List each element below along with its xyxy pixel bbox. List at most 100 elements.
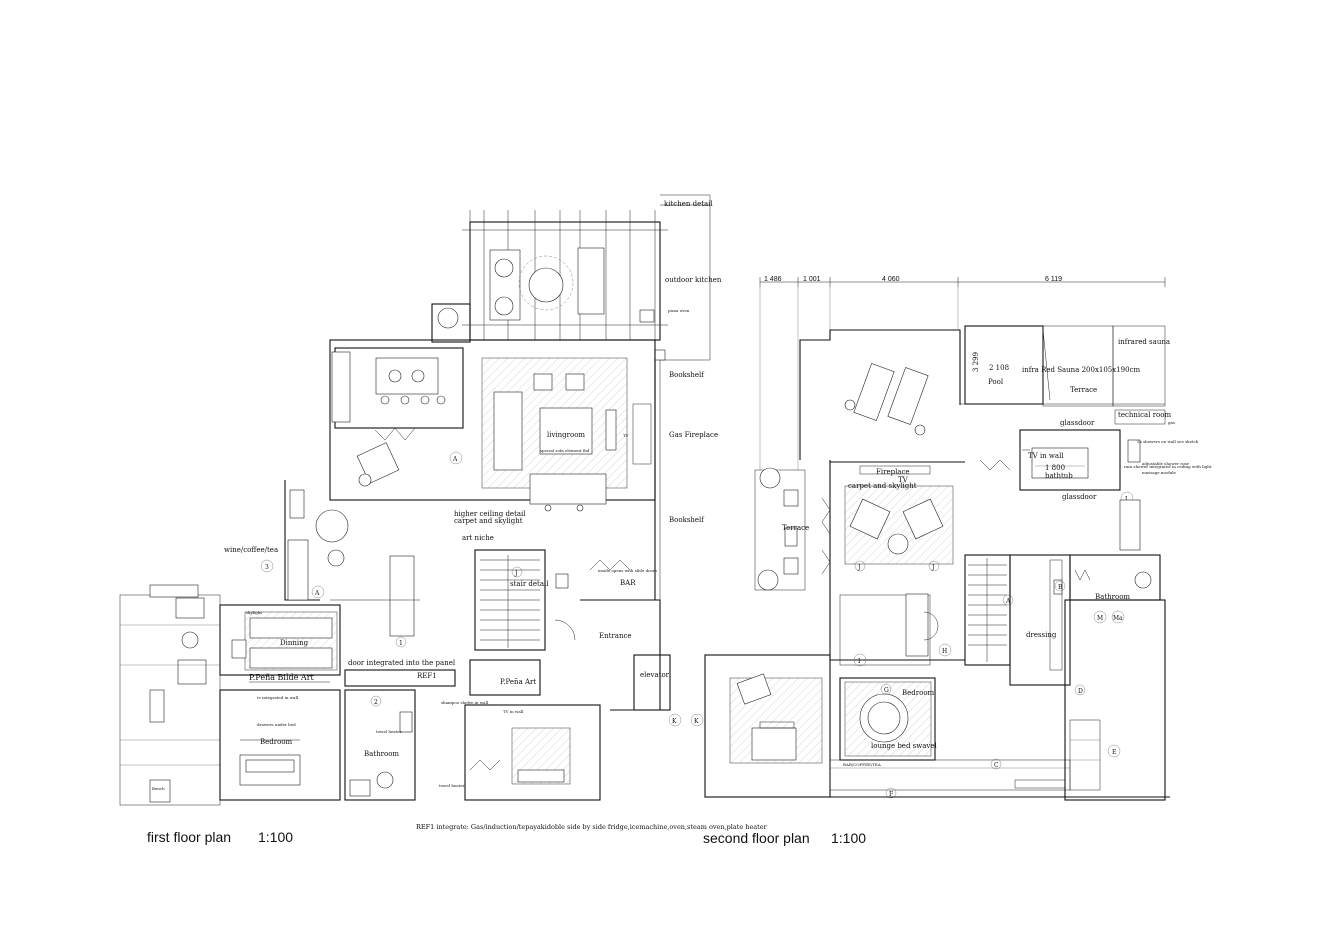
livingroom-note: special sofa element tbd — [540, 448, 590, 453]
wine-lounge-area — [284, 480, 420, 637]
marker-k1: K — [672, 718, 677, 725]
second-floor-scale: 1:100 — [831, 830, 866, 846]
sauna-label: infra Red Sauna 200x105x190cm — [1022, 366, 1140, 374]
marker-j1: J — [857, 564, 861, 571]
marker-f-circle — [885, 787, 897, 799]
top-dining-area — [331, 347, 464, 487]
ref1-footnote: REF1 integrate: Gas/induction/tepayakido… — [416, 823, 768, 831]
storage-column — [1064, 599, 1166, 801]
tv-in-wall-label: TV in wall — [503, 709, 524, 714]
master-bedroom-area — [839, 677, 936, 761]
carpet-skylight-2-label: carpet and skylight — [848, 482, 917, 490]
marker-k1-circle — [668, 713, 682, 727]
pena-art-niche — [469, 659, 541, 696]
corridor-area — [839, 593, 939, 666]
marker-2-circle — [370, 695, 382, 707]
second-floor-bathroom — [1069, 499, 1161, 601]
dim-4: 6 119 — [1045, 276, 1062, 283]
second-floor-plan: 1 486 1 001 4 060 6 119 Pool 2 108 3 299… — [690, 276, 1212, 846]
pool-terrace-area — [799, 325, 1166, 460]
marker-m-circle — [1093, 610, 1107, 624]
terrace-top-label: Terrace — [1070, 386, 1097, 394]
first-floor-bedroom-2 — [464, 704, 601, 801]
marker-e: E — [1112, 749, 1116, 756]
bookshelf-top-label: Bookshelf — [669, 371, 705, 379]
bathtub-dim-label: 1 800 — [1045, 464, 1065, 472]
marker-g-circle — [880, 683, 892, 695]
dim-2: 1 001 — [803, 276, 821, 283]
higher-ceiling-label: higher ceiling detail — [454, 510, 526, 518]
technical-room-box — [1114, 409, 1166, 425]
rain-shower-label: rain shower integrated in ceiling with l… — [1124, 464, 1212, 469]
marker-1-circle — [395, 636, 407, 648]
marker-g: G — [884, 687, 889, 694]
glassdoor-2-label: glassdoor — [1062, 493, 1097, 501]
dim-3: 4 060 — [882, 276, 900, 283]
marker-m: M — [1097, 615, 1103, 622]
ref1-label: REF1 — [417, 672, 437, 680]
first-floor-plan: kitchen detail outdoor kitchen pizza ove… — [119, 194, 722, 845]
bathtub-area — [979, 429, 1141, 491]
marker-a2: A — [314, 590, 320, 597]
shower-rose-label: adjustable shower rose — [1142, 461, 1190, 466]
marker-j-circle — [511, 566, 523, 578]
livingroom-area — [329, 339, 656, 512]
glassdoor-1-label: glassdoor — [1060, 419, 1095, 427]
marker-b: B — [1058, 584, 1063, 591]
outdoor-kitchen-label: outdoor kitchen — [665, 276, 722, 284]
elevator-label: elevator — [640, 671, 670, 679]
marker-k2-circle — [690, 713, 704, 727]
marker-k2: K — [694, 718, 699, 725]
marker-a1-circle — [449, 451, 463, 465]
second-floor-stair — [964, 554, 1011, 666]
door-panel-label: door integrated into the panel — [348, 659, 456, 667]
pool-label: Pool — [988, 378, 1004, 386]
marker-j: J — [514, 570, 518, 577]
entrance-area — [554, 599, 671, 711]
first-floor-stair — [474, 549, 546, 651]
first-floor-scale: 1:100 — [258, 829, 293, 845]
pool-dim-label: 2 108 — [989, 364, 1009, 372]
entrance-label: Entrance — [599, 632, 632, 640]
towel-heater-label: towel heater — [376, 729, 402, 734]
technical-room-label: technical room — [1118, 411, 1171, 419]
marker-j1-circle — [854, 560, 866, 572]
marker-1: 1 — [399, 640, 403, 647]
fireplace-tv-label: TV — [898, 476, 909, 484]
art-niche-label: art niche — [462, 534, 494, 542]
bathtub-label: bathtub — [1045, 472, 1073, 480]
marker-i: I — [858, 658, 861, 665]
wine-label: wine/coffee/tea — [224, 546, 278, 554]
marker-3: 3 — [265, 564, 269, 571]
marker-h-circle — [938, 643, 952, 657]
bookshelf-bottom-label: Bookshelf — [669, 516, 705, 524]
drawers-label: drawers under bed — [257, 722, 296, 727]
livingroom-tv-label: TV — [623, 433, 629, 438]
livingroom-label: livingroom — [547, 431, 585, 439]
dressing-area — [1009, 554, 1071, 686]
bar-door-swing — [589, 559, 631, 571]
marker-e-circle — [1107, 744, 1121, 758]
shower-note-label: 2x showers on wall see sketch — [1137, 439, 1199, 444]
dressing-label: dressing — [1026, 631, 1057, 639]
marker-2: 2 — [374, 699, 378, 706]
first-floor-bedroom — [219, 689, 341, 801]
bedroom-label: Bedroom — [260, 738, 293, 746]
marker-c-circle — [990, 758, 1002, 770]
tv-wall-label: tv integrated in wall — [257, 695, 299, 700]
bathroom-2-label: Bathroom — [1095, 593, 1130, 601]
bathroom-label: Bathroom — [364, 750, 399, 758]
pizza-oven-label: pizza oven — [668, 308, 690, 313]
marker-3-circle — [260, 559, 274, 573]
pena-bilde-label: P.Peña Bilde Art — [249, 673, 315, 682]
second-floor-title: second floor plan — [703, 830, 810, 846]
bar-label: BAR — [620, 579, 636, 587]
marker-b-circle — [1054, 580, 1066, 592]
guest-room-area — [704, 654, 831, 798]
dim-1: 1 486 — [764, 276, 782, 283]
first-floor-terrace — [119, 584, 221, 806]
dimension-line — [759, 277, 1166, 470]
second-floor-terrace — [754, 467, 806, 591]
kitchen-detail-label: kitchen detail — [664, 200, 713, 208]
